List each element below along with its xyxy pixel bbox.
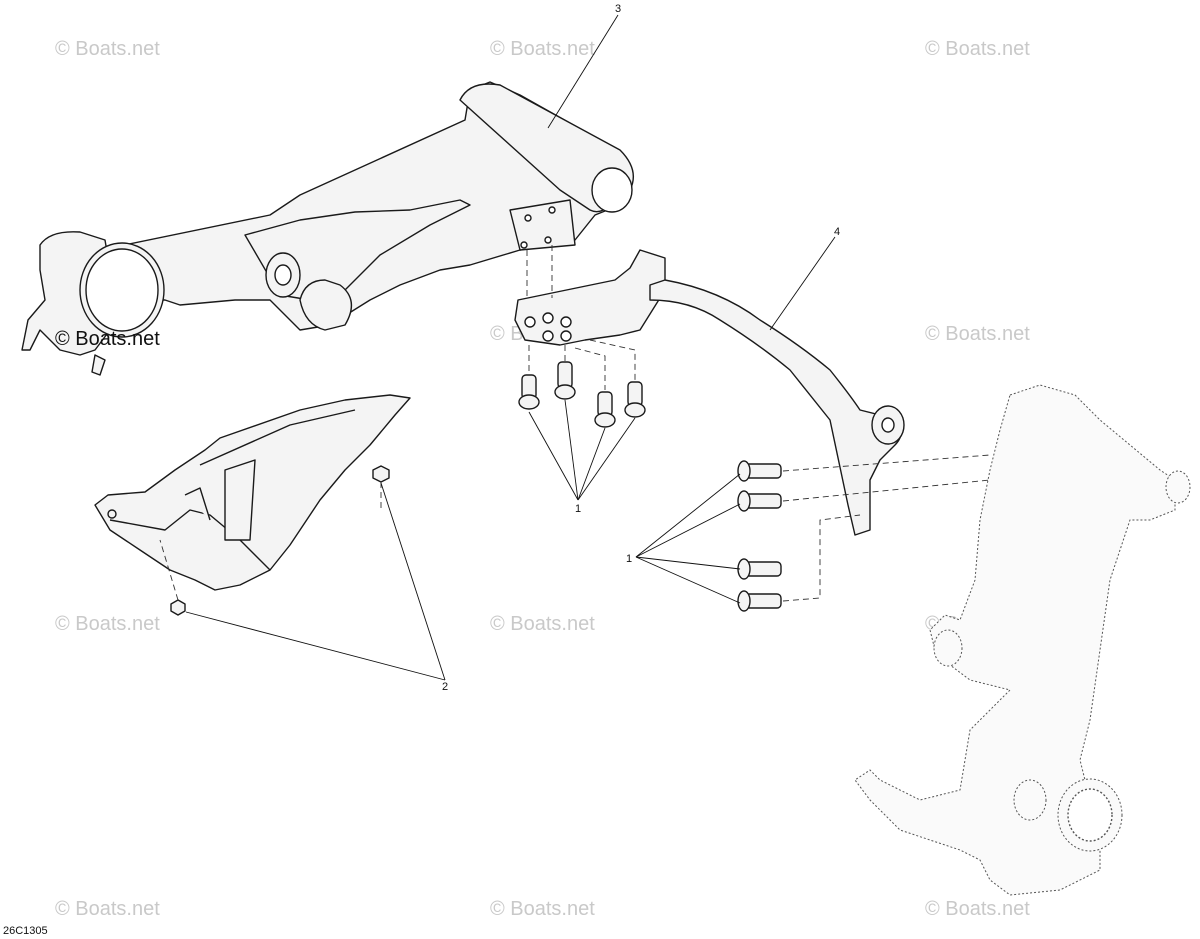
footrest-bracket-part [514, 249, 905, 536]
assembly-lines [159, 245, 991, 602]
diagram-code: 26C1305 [3, 925, 48, 937]
bolt-right-3 [737, 558, 782, 580]
bolt-top-2 [554, 361, 576, 400]
swing-arm-part [21, 81, 634, 376]
frame-reference [854, 384, 1191, 896]
guard-part [94, 394, 411, 591]
callout-1-right: 1 [626, 553, 632, 565]
bolts-right-group [737, 460, 782, 612]
bolt-top-3 [594, 391, 616, 428]
watermark-1: © Boats.net [55, 38, 160, 60]
watermark-8: © Boats.net [490, 613, 595, 635]
bolt-right-1 [737, 460, 782, 482]
watermark-7: © Boats.net [55, 613, 160, 635]
watermark-11: © Boats.net [490, 898, 595, 920]
bolt-top-1 [518, 374, 540, 410]
bolt-right-2 [737, 490, 782, 512]
watermark-2: © Boats.net [490, 38, 595, 60]
callout-1-top: 1 [575, 503, 581, 515]
watermark-10: © Boats.net [55, 898, 160, 920]
bolts-top-group [518, 361, 646, 428]
watermark-12: © Boats.net [925, 898, 1030, 920]
callout-2: 2 [442, 681, 448, 693]
nuts-group [170, 465, 390, 616]
watermark-3: © Boats.net [925, 38, 1030, 60]
watermark-6: © Boats.net [925, 323, 1030, 345]
callout-4: 4 [834, 226, 840, 238]
callouts: 3 4 1 1 2 [442, 3, 840, 693]
leader-lines [185, 14, 836, 681]
callout-3: 3 [615, 3, 621, 15]
nut-2 [170, 599, 186, 616]
watermark-4: © Boats.net [55, 328, 160, 350]
bolt-top-4 [624, 381, 646, 418]
nut-1 [372, 465, 390, 483]
bolt-right-4 [737, 590, 782, 612]
